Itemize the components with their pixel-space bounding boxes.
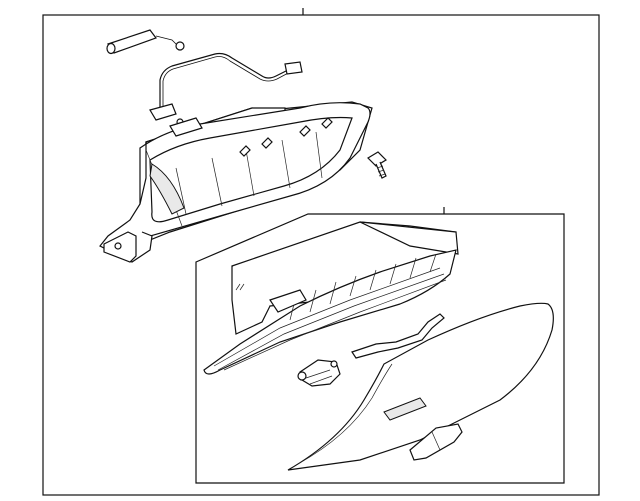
- door-panel: [287, 302, 554, 471]
- screw: [367, 151, 387, 179]
- bin-assembly: [203, 221, 459, 375]
- latch: [297, 359, 341, 387]
- bumper: [409, 423, 463, 461]
- outer-frame: [42, 14, 600, 496]
- handle-tube: [106, 29, 185, 55]
- inner-frame: [195, 213, 565, 484]
- glove-box-housing: [99, 101, 373, 263]
- strap: [351, 313, 445, 359]
